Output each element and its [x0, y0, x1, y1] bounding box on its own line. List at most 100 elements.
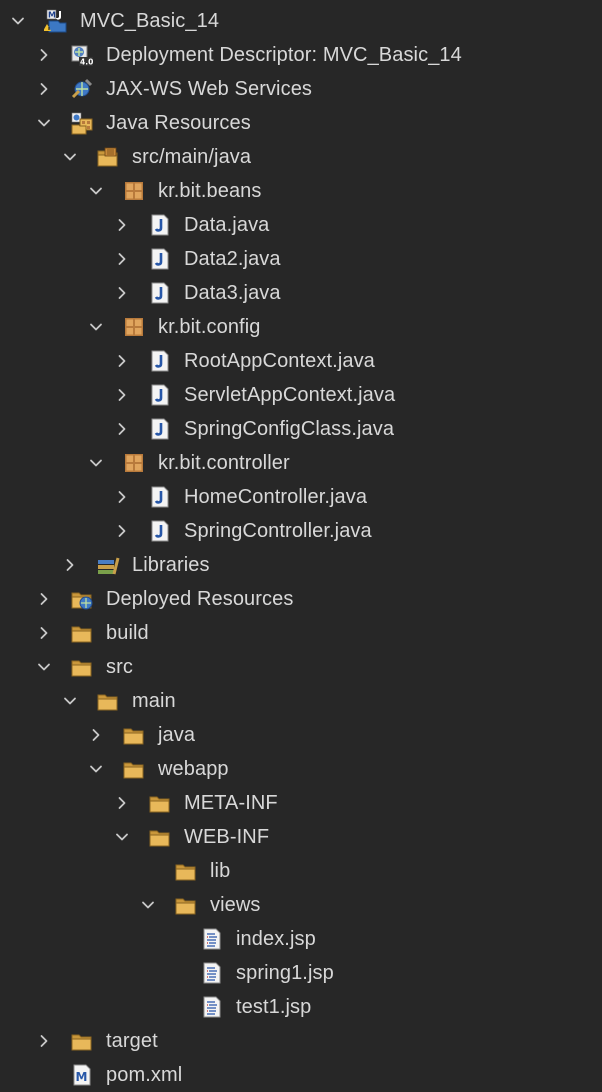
deployment-descriptor-icon: 4.0	[70, 43, 94, 67]
maven-pom-icon: M	[70, 1063, 94, 1087]
svg-text:M: M	[48, 11, 56, 20]
chevron-down-icon[interactable]	[36, 650, 52, 684]
folder-icon	[122, 723, 146, 747]
jsp-file-icon	[200, 961, 224, 985]
chevron-right-icon[interactable]	[88, 718, 104, 752]
tree-node-label: java	[158, 724, 196, 746]
chevron-down-icon[interactable]	[88, 752, 104, 786]
tree-node-label: Data2.java	[184, 248, 281, 270]
tree-node-folder-build[interactable]: build	[0, 616, 602, 650]
tree-node-folder-meta-inf[interactable]: META-INF	[0, 786, 602, 820]
chevron-down-icon[interactable]	[62, 140, 78, 174]
tree-node-source-folder[interactable]: src/main/java	[0, 140, 602, 174]
svg-text:4.0: 4.0	[80, 58, 93, 67]
java-file-icon	[148, 247, 172, 271]
tree-node-folder-webapp[interactable]: webapp	[0, 752, 602, 786]
tree-node-label: Deployment Descriptor: MVC_Basic_14	[106, 44, 462, 66]
folder-icon	[122, 757, 146, 781]
tree-node-jax-ws-web-services[interactable]: JAX-WS Web Services	[0, 72, 602, 106]
tree-node-label: SpringConfigClass.java	[184, 418, 395, 440]
tree-node-libraries[interactable]: Libraries	[0, 548, 602, 582]
tree-node-label: index.jsp	[236, 928, 316, 950]
tree-node-label: src	[106, 656, 133, 678]
tree-node-label: lib	[210, 860, 231, 882]
tree-node-label: build	[106, 622, 149, 644]
chevron-down-icon[interactable]	[62, 684, 78, 718]
web-services-icon	[70, 77, 94, 101]
chevron-down-icon[interactable]	[36, 106, 52, 140]
deployed-resources-icon	[70, 587, 94, 611]
chevron-right-icon[interactable]	[36, 72, 52, 106]
chevron-down-icon[interactable]	[88, 174, 104, 208]
tree-node-label: pom.xml	[106, 1064, 183, 1086]
folder-icon	[174, 893, 198, 917]
tree-node-file-rootappcontext-java[interactable]: RootAppContext.java	[0, 344, 602, 378]
tree-node-deployment-descriptor[interactable]: 4.0 Deployment Descriptor: MVC_Basic_14	[0, 38, 602, 72]
java-file-icon	[148, 417, 172, 441]
chevron-right-icon[interactable]	[114, 412, 130, 446]
chevron-right-icon[interactable]	[114, 480, 130, 514]
chevron-down-icon[interactable]	[114, 820, 130, 854]
tree-node-folder-main[interactable]: main	[0, 684, 602, 718]
tree-node-deployed-resources[interactable]: Deployed Resources	[0, 582, 602, 616]
tree-node-label: webapp	[158, 758, 229, 780]
folder-icon	[70, 621, 94, 645]
chevron-right-icon[interactable]	[114, 208, 130, 242]
java-file-icon	[148, 213, 172, 237]
tree-node-file-springcontroller-java[interactable]: SpringController.java	[0, 514, 602, 548]
tree-node-label: WEB-INF	[184, 826, 270, 848]
tree-node-java-resources[interactable]: Java Resources	[0, 106, 602, 140]
folder-icon	[148, 825, 172, 849]
chevron-right-icon[interactable]	[36, 616, 52, 650]
package-icon	[122, 451, 146, 475]
chevron-right-icon[interactable]	[36, 582, 52, 616]
chevron-right-icon[interactable]	[62, 548, 78, 582]
libraries-icon	[96, 553, 120, 577]
tree-node-package-controller[interactable]: kr.bit.controller	[0, 446, 602, 480]
svg-text:M: M	[76, 1070, 88, 1084]
tree-node-file-data2-java[interactable]: Data2.java	[0, 242, 602, 276]
tree-node-folder-web-inf[interactable]: WEB-INF	[0, 820, 602, 854]
tree-node-package-beans[interactable]: kr.bit.beans	[0, 174, 602, 208]
java-file-icon	[148, 281, 172, 305]
tree-node-folder-target[interactable]: target	[0, 1024, 602, 1058]
tree-node-file-data-java[interactable]: Data.java	[0, 208, 602, 242]
chevron-right-icon[interactable]	[36, 38, 52, 72]
chevron-down-icon[interactable]	[10, 4, 26, 38]
chevron-right-icon[interactable]	[114, 242, 130, 276]
tree-node-label: Data3.java	[184, 282, 281, 304]
tree-node-file-springconfigclass-java[interactable]: SpringConfigClass.java	[0, 412, 602, 446]
chevron-right-icon[interactable]	[114, 276, 130, 310]
chevron-right-icon[interactable]	[114, 514, 130, 548]
tree-node-file-index-jsp[interactable]: index.jsp	[0, 922, 602, 956]
java-file-icon	[148, 349, 172, 373]
source-folder-icon	[96, 145, 120, 169]
chevron-right-icon[interactable]	[114, 786, 130, 820]
tree-node-file-test1-jsp[interactable]: test1.jsp	[0, 990, 602, 1024]
chevron-right-icon[interactable]	[114, 378, 130, 412]
tree-node-file-spring1-jsp[interactable]: spring1.jsp	[0, 956, 602, 990]
chevron-down-icon[interactable]	[140, 888, 156, 922]
chevron-right-icon[interactable]	[114, 344, 130, 378]
tree-node-file-homecontroller-java[interactable]: HomeController.java	[0, 480, 602, 514]
tree-node-folder-views[interactable]: views	[0, 888, 602, 922]
tree-node-package-config[interactable]: kr.bit.config	[0, 310, 602, 344]
tree-node-label: RootAppContext.java	[184, 350, 375, 372]
chevron-down-icon[interactable]	[88, 446, 104, 480]
tree-node-folder-lib[interactable]: lib	[0, 854, 602, 888]
package-icon	[122, 315, 146, 339]
tree-node-folder-src[interactable]: src	[0, 650, 602, 684]
tree-node-label: kr.bit.config	[158, 316, 261, 338]
package-icon	[122, 179, 146, 203]
tree-node-label: HomeController.java	[184, 486, 368, 508]
tree-node-label: src/main/java	[132, 146, 252, 168]
tree-node-label: views	[210, 894, 261, 916]
chevron-down-icon[interactable]	[88, 310, 104, 344]
chevron-right-icon[interactable]	[36, 1024, 52, 1058]
tree-node-file-servletappcontext-java[interactable]: ServletAppContext.java	[0, 378, 602, 412]
tree-node-folder-java[interactable]: java	[0, 718, 602, 752]
tree-node-file-data3-java[interactable]: Data3.java	[0, 276, 602, 310]
